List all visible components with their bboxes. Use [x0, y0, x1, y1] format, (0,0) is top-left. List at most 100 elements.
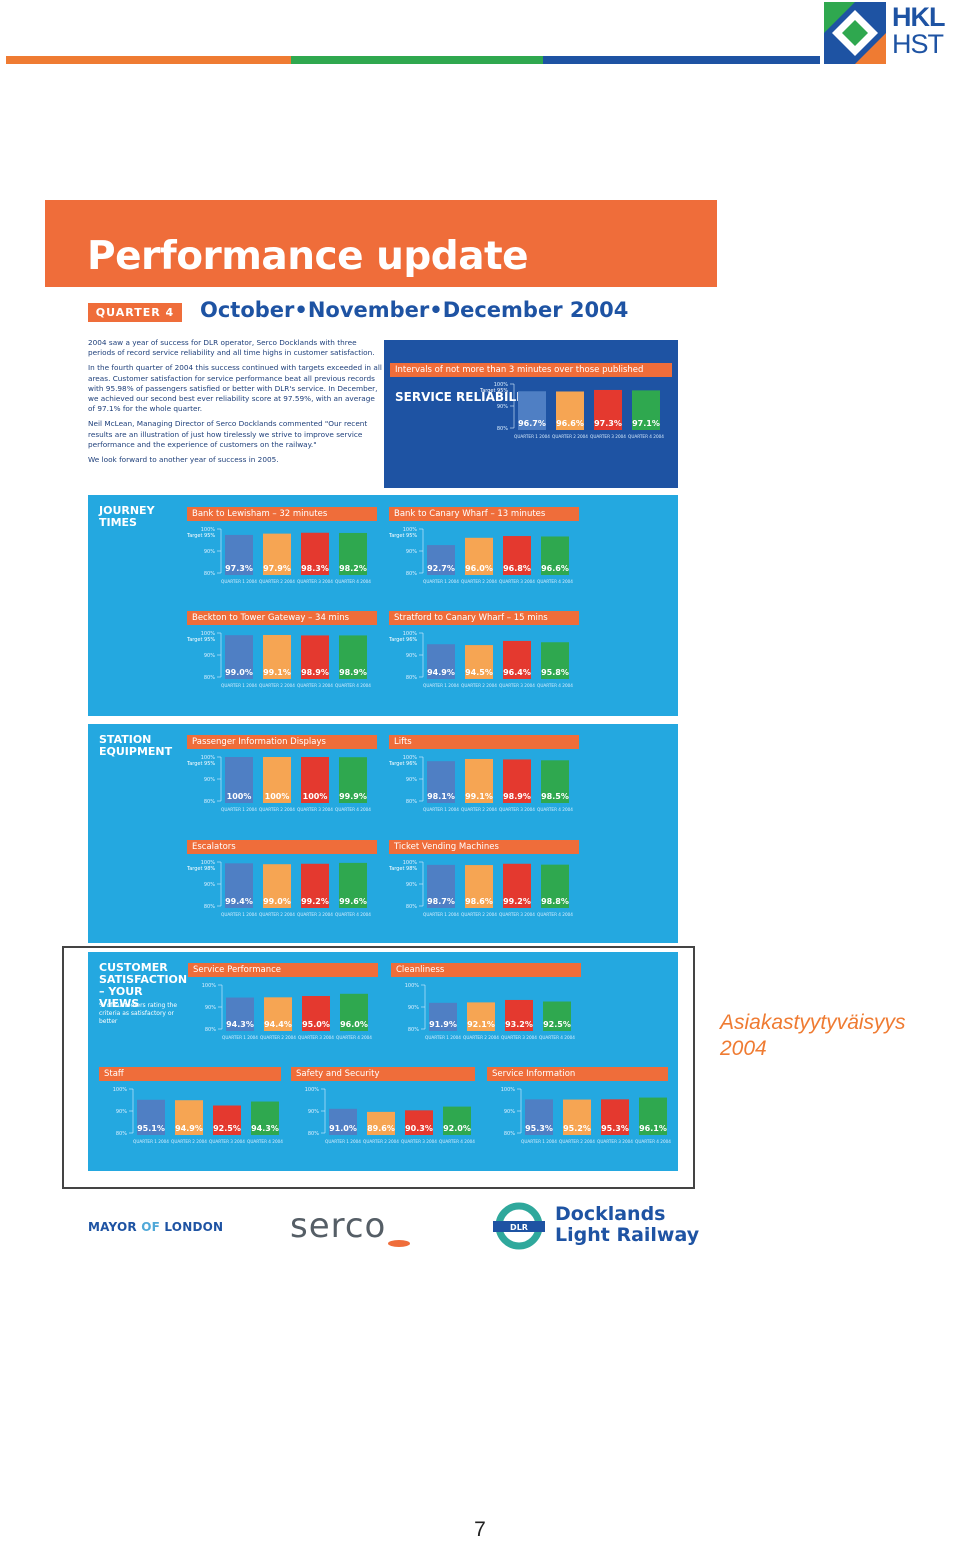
- axis-tick-label: 90%: [406, 549, 417, 555]
- bar-3: [503, 640, 531, 679]
- axis-tick-label: 90%: [205, 1005, 216, 1011]
- bar-3: [301, 532, 329, 575]
- customer-section-title: CUSTOMER SATISFACTION – YOUR VIEWS: [99, 961, 188, 1010]
- quarter-label: QUARTER 4 2004: [335, 579, 371, 584]
- station-equipment-panel: STATION EQUIPMENT Passenger Information …: [88, 724, 678, 943]
- quarter-label: QUARTER 3 2004: [501, 1035, 537, 1040]
- quarter-label: QUARTER 3 2004: [297, 807, 333, 812]
- axis-tick-label: 100%: [403, 755, 418, 761]
- data-label: 96.6%: [541, 564, 569, 573]
- data-label: 98.5%: [541, 792, 569, 801]
- quarter-label: QUARTER 4 2004: [537, 579, 573, 584]
- reliability-section-title: SERVICE RELIABILITY: [395, 390, 538, 404]
- logo-line-1: HKL: [892, 2, 946, 32]
- data-label: 98.1%: [427, 792, 455, 801]
- data-label: 97.1%: [632, 419, 660, 428]
- bar-3: [503, 759, 531, 803]
- target-label: Target 95%: [187, 761, 215, 767]
- bar-3: [503, 536, 531, 575]
- bar-3: [503, 863, 531, 908]
- customer-satisfaction-highlight-frame: [62, 946, 695, 1189]
- chart-title-service-performance: Service Performance: [188, 963, 378, 977]
- bar-4: [251, 1101, 279, 1135]
- quarter-label: QUARTER 1 2004: [423, 683, 459, 688]
- bar-1: [137, 1099, 165, 1135]
- axis-tick-label: 100%: [202, 983, 217, 989]
- quarter-label: QUARTER 3 2004: [209, 1139, 245, 1144]
- quarter-label: QUARTER 1 2004: [425, 1035, 461, 1040]
- quarter-label: QUARTER 2 2004: [259, 579, 295, 584]
- dlr-wordmark: Docklands Light Railway: [555, 1204, 699, 1246]
- data-label: 95.8%: [541, 668, 569, 677]
- poster-banner: Performance update: [45, 200, 717, 287]
- bar-2: [263, 634, 291, 679]
- quarter-label: QUARTER 2 2004: [259, 683, 295, 688]
- station-section-title: STATION EQUIPMENT: [99, 733, 173, 758]
- bar-4: [339, 757, 367, 803]
- data-label: 99.0%: [263, 897, 291, 906]
- bar-1: [225, 863, 253, 908]
- quarter-label: QUARTER 4 2004: [537, 807, 573, 812]
- chart-svg-beckton-tower: 100%90%80%Target 95%99.0%QUARTER 1 20049…: [187, 631, 371, 688]
- intro-paragraph: 2004 saw a year of success for DLR opera…: [88, 338, 375, 358]
- bar-3: [594, 389, 622, 430]
- intro-paragraph: In the fourth quarter of 2004 this succe…: [88, 363, 382, 414]
- axis-tick-label: 100%: [201, 860, 216, 866]
- quarter-label: QUARTER 1 2004: [423, 912, 459, 917]
- mayor-of-word: OF: [141, 1220, 160, 1234]
- quarter-label: QUARTER 1 2004: [221, 807, 257, 812]
- target-label: Target 98%: [187, 866, 215, 872]
- quarter-label: QUARTER 4 2004: [628, 434, 664, 439]
- target-label: Target 98%: [389, 866, 417, 872]
- data-label: 94.3%: [226, 1020, 254, 1029]
- quarter-label: QUARTER 2 2004: [171, 1139, 207, 1144]
- quarter-label: QUARTER 1 2004: [221, 683, 257, 688]
- chart-title-stratford-canary: Stratford to Canary Wharf – 15 mins: [389, 611, 579, 625]
- quarter-label: QUARTER 4 2004: [635, 1139, 671, 1144]
- chart-title-bank-canary: Bank to Canary Wharf – 13 minutes: [389, 507, 579, 521]
- quarter-label: QUARTER 3 2004: [499, 807, 535, 812]
- bar-2: [465, 537, 493, 575]
- chart-title-cleanliness: Cleanliness: [391, 963, 581, 977]
- quarter-label: QUARTER 1 2004: [325, 1139, 361, 1144]
- data-label: 99.0%: [225, 668, 253, 677]
- chart-svg-staff: 100%90%80%95.1%QUARTER 1 200494.9%QUARTE…: [113, 1087, 284, 1144]
- axis-tick-label: 90%: [204, 549, 215, 555]
- dlr-wordmark-line-2: Light Railway: [555, 1224, 700, 1246]
- data-label: 98.2%: [339, 564, 367, 573]
- chart-svg-escalators: 100%90%80%Target 98%99.4%QUARTER 1 20049…: [187, 860, 371, 917]
- chart-svg-lifts: 100%90%80%Target 96%98.1%QUARTER 1 20049…: [389, 755, 573, 812]
- target-label: Target 95%: [187, 533, 215, 539]
- data-label: 98.9%: [503, 792, 531, 801]
- data-label: 94.4%: [264, 1020, 292, 1029]
- axis-tick-label: 100%: [305, 1087, 320, 1093]
- customer-satisfaction-panel: CUSTOMER SATISFACTION – YOUR VIEWS % of …: [88, 952, 678, 1171]
- quarter-label: QUARTER 2 2004: [259, 912, 295, 917]
- chart-svg-service-info: 100%90%80%95.3%QUARTER 1 200495.2%QUARTE…: [501, 1087, 672, 1144]
- bar-4: [541, 864, 569, 908]
- quarter-label: QUARTER 3 2004: [499, 579, 535, 584]
- bar-2: [467, 1002, 495, 1031]
- data-label: 96.7%: [518, 419, 546, 428]
- chart-title-reliability: Intervals of not more than 3 minutes ove…: [390, 363, 672, 377]
- data-label: 94.5%: [465, 668, 493, 677]
- quarter-label: QUARTER 4 2004: [335, 912, 371, 917]
- quarter-label: QUARTER 4 2004: [537, 683, 573, 688]
- quarter-label: QUARTER 4 2004: [335, 683, 371, 688]
- bar-2: [465, 758, 493, 803]
- data-label: 100%: [227, 792, 252, 801]
- quarter-label: QUARTER 4 2004: [336, 1035, 372, 1040]
- data-label: 98.3%: [301, 564, 329, 573]
- axis-tick-label: 90%: [497, 404, 508, 410]
- axis-tick-label: 80%: [504, 1131, 515, 1137]
- bar-1: [427, 644, 455, 679]
- intro-paragraph: Neil McLean, Managing Director of Serco …: [88, 419, 368, 449]
